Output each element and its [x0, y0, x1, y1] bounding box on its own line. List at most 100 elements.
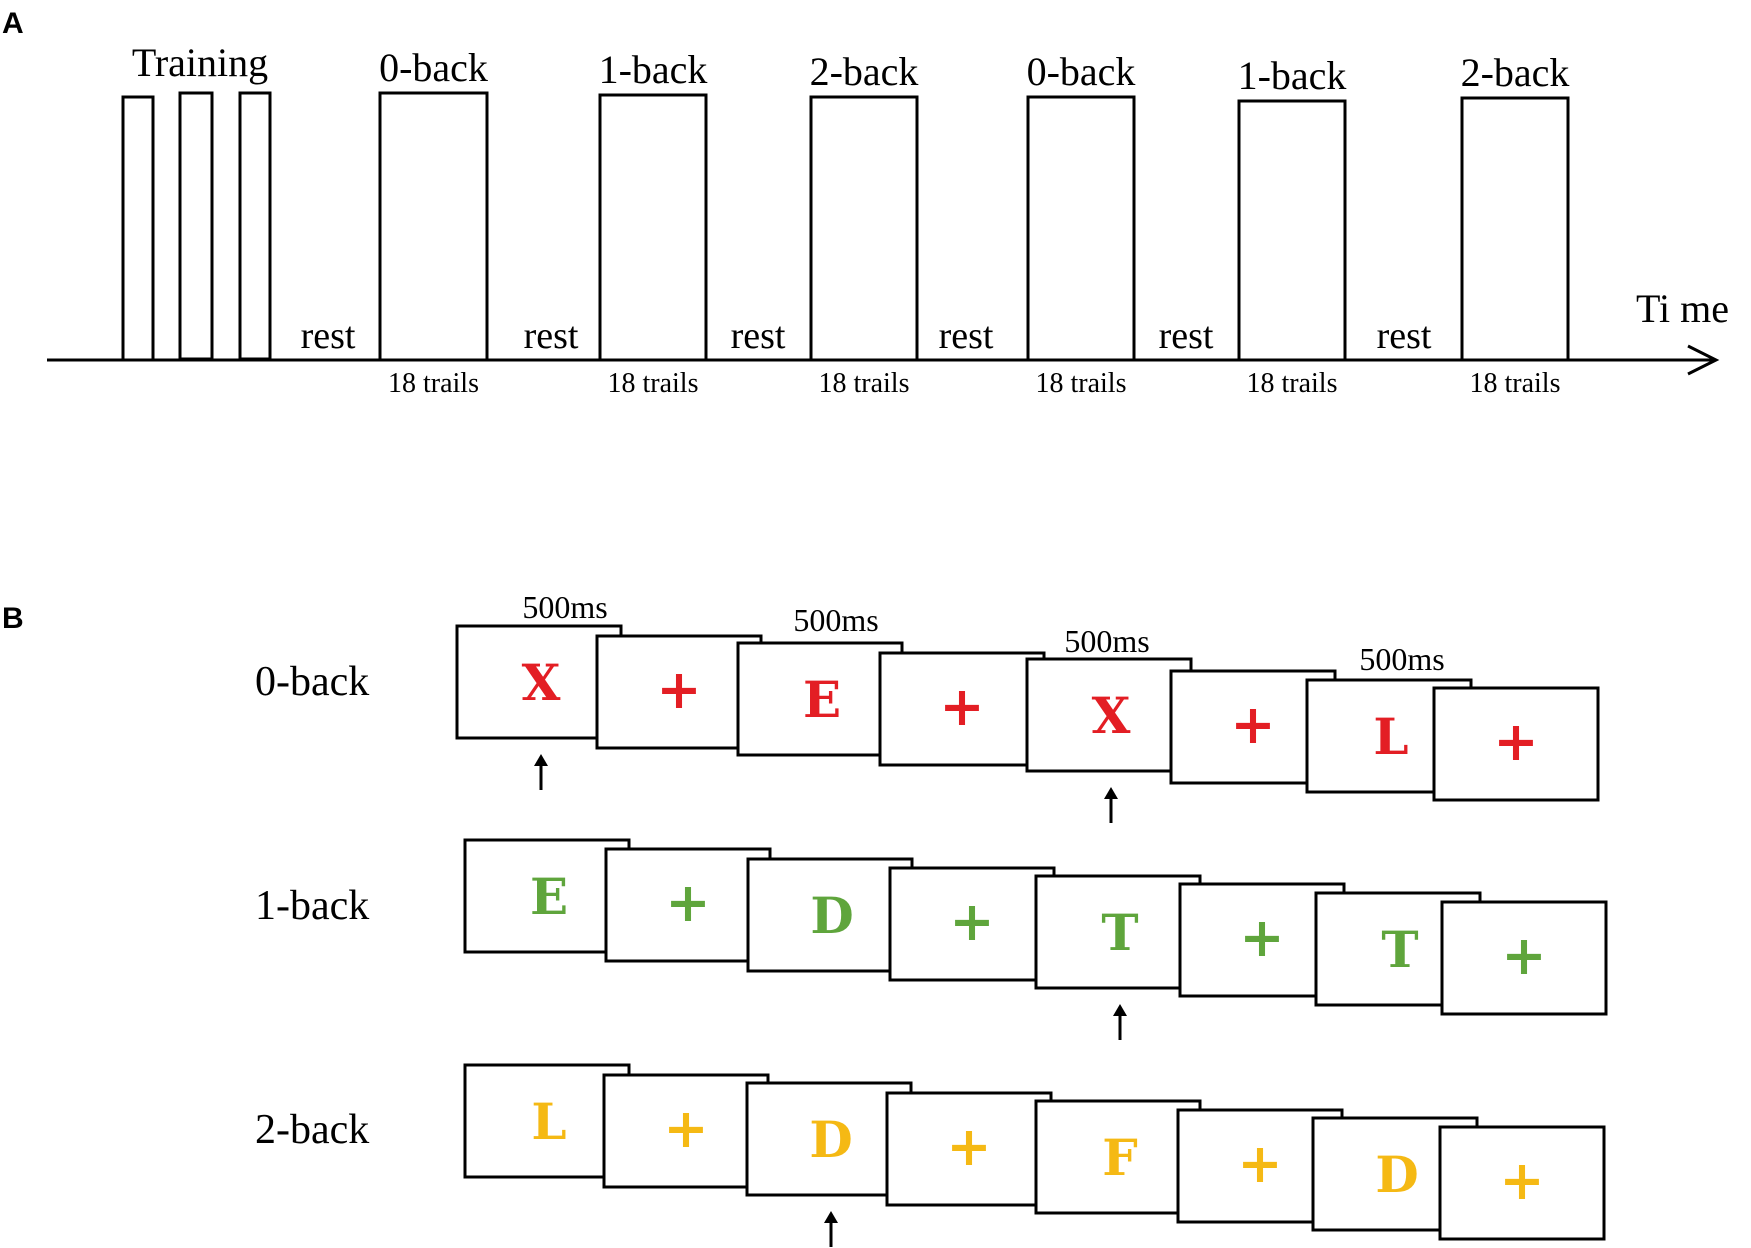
task-block-title: 0-back [379, 45, 488, 90]
fixation-cross: + [1239, 905, 1284, 969]
rest-label: rest [301, 315, 356, 357]
trial-count-label: 18 trails [819, 368, 910, 399]
trial-count-label: 18 trails [1036, 368, 1127, 399]
rest-label: rest [939, 315, 994, 357]
training-label: Training [132, 40, 268, 85]
stimulus-letter: L [531, 1092, 566, 1151]
fixation-frame: + [604, 847, 772, 963]
training-block [238, 91, 272, 361]
fixation-frame: + [878, 651, 1046, 767]
training-blocks [121, 91, 272, 362]
stimulus-screen [1440, 900, 1608, 1016]
stimulus-screen [1432, 686, 1600, 802]
trial-count-label: 18 trails [608, 368, 699, 399]
fixation-cross: + [656, 657, 701, 721]
task-block-title: 2-back [810, 49, 919, 94]
fixation-frame: + [885, 1091, 1053, 1207]
task-block-title: 2-back [1461, 50, 1570, 95]
target-arrow [534, 754, 548, 790]
stimulus-screen [463, 1063, 631, 1179]
target-arrow [824, 1211, 838, 1247]
target-arrow [1113, 1004, 1127, 1040]
fixation-cross: + [1493, 709, 1538, 773]
row-label: 0-back [255, 659, 369, 705]
fixation-cross: + [939, 674, 984, 738]
panel-a: A Training 0-back 18 trails rest 1-back 18 t… [2, 7, 1729, 399]
training-block [121, 95, 155, 362]
fixation-cross: + [1230, 692, 1275, 756]
stimulus-letter: T [1381, 920, 1418, 979]
task-block-group: 0-back 18 trails rest [939, 49, 1136, 399]
fixation-cross: + [949, 889, 994, 953]
time-axis: Ti me [47, 286, 1729, 376]
row-label: 2-back [255, 1107, 369, 1153]
duration-label: 500ms [522, 589, 607, 625]
fixation-frame: + [595, 634, 763, 750]
stimulus-screen [455, 624, 623, 740]
stimulus-screen [1438, 1125, 1606, 1241]
fixation-cross: + [946, 1114, 991, 1178]
letter-frame: X [1025, 657, 1193, 773]
rest-label: rest [731, 315, 786, 357]
stimulus-screen [1025, 657, 1193, 773]
stimulus-screen [888, 866, 1056, 982]
stimulus-screen [463, 838, 631, 954]
letter-frame: X [455, 624, 623, 740]
target-arrow-head [824, 1211, 838, 1223]
fixation-frame: + [1440, 900, 1608, 1016]
task-block [1237, 99, 1347, 362]
stimulus-screen [878, 651, 1046, 767]
letter-frame: T [1034, 874, 1202, 990]
trial-count-label: 18 trails [1470, 368, 1561, 399]
stimulus-screen [1034, 1099, 1202, 1215]
stimulus-screen [885, 1091, 1053, 1207]
letter-frame: F [1034, 1099, 1202, 1215]
fixation-frame: + [1438, 1125, 1606, 1241]
stimulus-screen [745, 1081, 913, 1197]
target-arrow-head [534, 754, 548, 766]
stimulus-letter: X [522, 653, 561, 712]
fixation-frame: + [1432, 686, 1600, 802]
stimulus-letter: E [803, 670, 841, 729]
fixation-cross: + [1237, 1131, 1282, 1195]
fixation-frame: + [602, 1073, 770, 1189]
stimulus-letter: D [810, 886, 853, 945]
task-block-group: 2-back 18 trails rest [731, 49, 919, 399]
panel-b-label: B [2, 602, 24, 635]
time-axis-label: Ti me [1636, 286, 1729, 331]
duration-label: 500ms [1359, 641, 1444, 677]
fixation-frame: + [888, 866, 1056, 982]
letter-frame: E [463, 838, 631, 954]
letter-frame: D [746, 857, 914, 973]
task-block [1026, 95, 1136, 362]
stimulus-letter: D [809, 1110, 852, 1169]
stimulus-screen [602, 1073, 770, 1189]
task-block [809, 95, 919, 362]
task-block-title: 1-back [599, 47, 708, 92]
panel-a-label: A [2, 7, 24, 40]
letter-frame: D [745, 1081, 913, 1197]
rest-label: rest [524, 315, 579, 357]
trial-count-label: 18 trails [1247, 368, 1338, 399]
row-label: 1-back [255, 883, 369, 929]
task-block [1460, 96, 1570, 362]
rest-label: rest [1159, 315, 1214, 357]
stimulus-letter: X [1092, 686, 1131, 745]
training-block [178, 91, 214, 361]
fixation-cross: + [665, 870, 710, 934]
fixation-cross: + [1499, 1148, 1544, 1212]
stimulus-screen [736, 641, 904, 757]
duration-label: 500ms [1064, 623, 1149, 659]
stimulus-letter: L [1373, 707, 1408, 766]
task-block-title: 0-back [1027, 49, 1136, 94]
stimulus-letter: E [530, 867, 568, 926]
stimulus-screen [595, 634, 763, 750]
task-block-group: 1-back 18 trails rest [524, 47, 708, 399]
stimulus-letter: F [1102, 1128, 1138, 1187]
